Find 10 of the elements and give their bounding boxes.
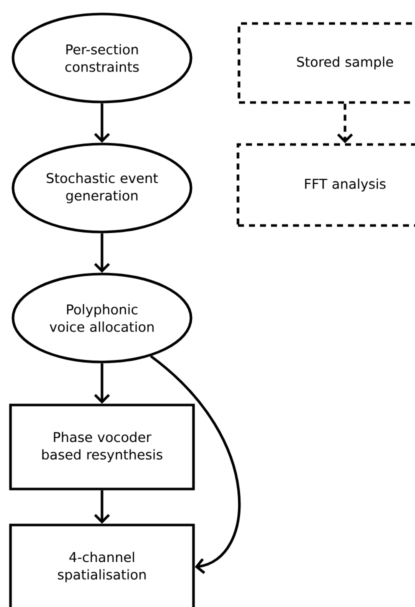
arrow	[94, 103, 110, 143]
arrow	[150, 355, 240, 574]
process-box: Phase vocoder based resynthesis	[9, 404, 195, 490]
arrow	[337, 104, 353, 144]
process-box: 4-channel spatialisation	[9, 524, 195, 607]
process-box: Stored sample	[238, 22, 415, 104]
arrow	[94, 363, 110, 404]
arrow	[94, 233, 110, 273]
arrow	[94, 490, 110, 524]
process-box: FFT analysis	[236, 143, 415, 227]
